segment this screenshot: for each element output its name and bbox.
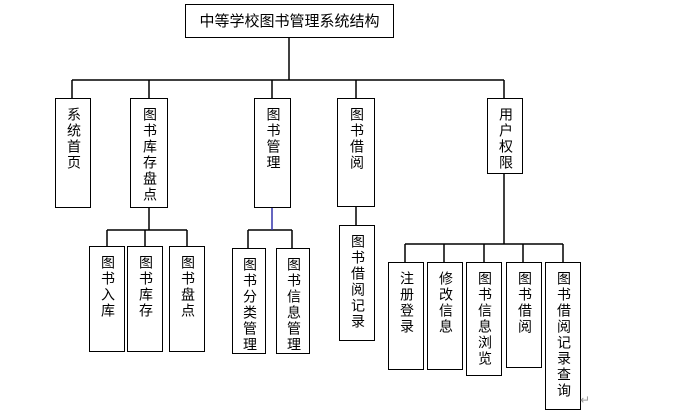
module-label: 系统首页 [65, 107, 81, 171]
leaf-label: 修改信息 [437, 271, 453, 335]
module-label: 用户权限 [497, 107, 513, 171]
leaf-browse-info: 图书信息浏览 [466, 262, 502, 376]
paragraph-return-icon: ↵ [580, 393, 591, 407]
leaf-label: 图书入库 [99, 255, 115, 319]
leaf-stock-in: 图书入库 [89, 246, 125, 352]
module-label: 图书库存盘点 [141, 107, 157, 203]
module-inventory: 图书库存盘点 [130, 98, 168, 208]
leaf-edit-info: 修改信息 [427, 262, 463, 370]
leaf-label: 图书信息浏览 [476, 271, 492, 367]
leaf-borrow-record: 图书借阅记录 [339, 225, 375, 341]
leaf-label: 图书分类管理 [241, 257, 257, 353]
module-book-management: 图书管理 [254, 98, 291, 208]
leaf-label: 图书盘点 [179, 255, 195, 319]
leaf-register-login: 注册登录 [388, 262, 424, 370]
leaf-label: 图书借阅 [516, 271, 532, 335]
leaf-stock: 图书库存 [127, 246, 163, 352]
module-user-permissions: 用户权限 [487, 98, 523, 174]
root-label: 中等学校图书管理系统结构 [199, 11, 380, 30]
leaf-category-management: 图书分类管理 [232, 248, 266, 354]
leaf-label: 注册登录 [398, 271, 414, 335]
leaf-label: 图书信息管理 [285, 257, 301, 353]
leaf-info-management: 图书信息管理 [276, 248, 310, 354]
leaf-label: 图书库存 [137, 255, 153, 319]
root-node: 中等学校图书管理系统结构 [185, 4, 394, 38]
module-system-home: 系统首页 [55, 98, 91, 208]
module-label: 图书管理 [264, 107, 281, 171]
module-borrowing: 图书借阅 [337, 98, 375, 207]
module-label: 图书借阅 [348, 107, 364, 171]
leaf-label: 图书借阅记录 [349, 234, 365, 330]
leaf-stocktake: 图书盘点 [169, 246, 205, 352]
leaf-borrow-query: 图书借阅记录查询 [545, 262, 581, 410]
leaf-borrow: 图书借阅 [506, 262, 542, 368]
leaf-label: 图书借阅记录查询 [555, 271, 571, 399]
